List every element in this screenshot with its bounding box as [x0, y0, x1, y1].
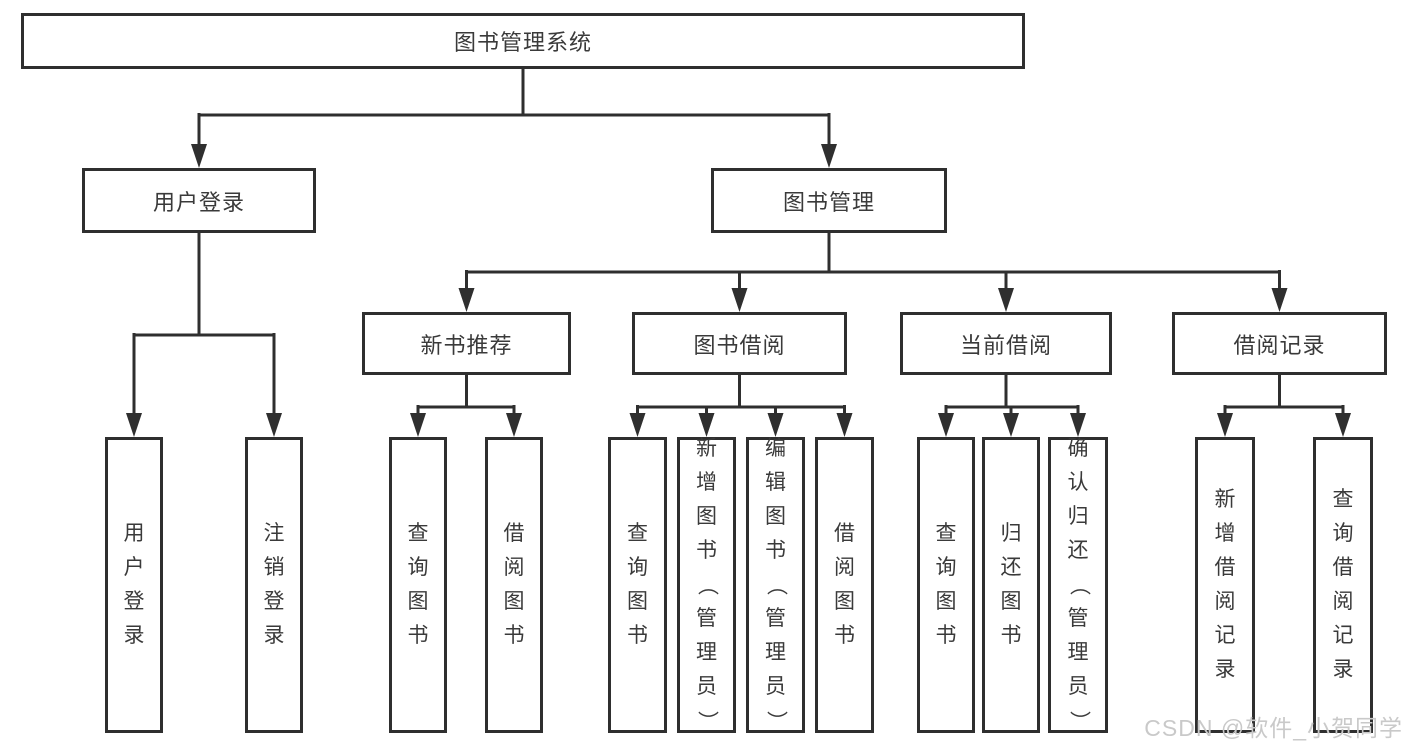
node-borrow-records: 借阅记录 [1172, 312, 1387, 375]
arrow-icon [629, 413, 646, 437]
node-book-borrow-label: 图书借阅 [693, 332, 786, 358]
arrow-icon [731, 288, 748, 312]
node-user-login-label: 用户登录 [152, 189, 245, 215]
arrow-icon [1070, 413, 1086, 437]
leaf-confirm-return-admin-label: 确认归还（管理员） [1067, 437, 1090, 732]
node-book-borrow: 图书借阅 [632, 312, 847, 375]
arrowheads [126, 144, 1351, 437]
leaf-confirm-return-admin: 确认归还（管理员） [1048, 437, 1108, 733]
node-user-login: 用户登录 [82, 168, 316, 233]
leaf-return-books-label: 归还图书 [1000, 522, 1022, 647]
leaf-edit-books-admin: 编辑图书（管理员） [746, 437, 805, 733]
arrow-icon [506, 413, 522, 437]
leaf-return-books: 归还图书 [982, 437, 1040, 733]
arrow-icon [1217, 413, 1233, 437]
leaf-edit-books-admin-label: 编辑图书（管理员） [764, 437, 788, 732]
arrow-icon [410, 413, 426, 437]
leaf-query-books-3: 查询图书 [917, 437, 975, 733]
arrow-icon [1335, 413, 1351, 437]
leaf-add-borrow-record-label: 新增借阅记录 [1214, 488, 1236, 681]
leaf-query-books-2-label: 查询图书 [627, 522, 648, 647]
csdn-watermark: CSDN @软件_小贺同学 [1144, 715, 1403, 741]
node-library-system: 图书管理系统 [21, 13, 1025, 69]
arrow-icon [458, 288, 475, 312]
leaf-query-books-1-label: 查询图书 [407, 522, 429, 647]
leaf-borrow-books-2-label: 借阅图书 [834, 522, 855, 647]
arrow-icon [998, 288, 1014, 312]
node-current-borrow: 当前借阅 [900, 312, 1112, 375]
leaf-query-books-3-label: 查询图书 [935, 522, 957, 647]
node-new-book-recommend-label: 新书推荐 [420, 332, 513, 358]
arrow-icon [767, 413, 784, 437]
leaf-query-books-1: 查询图书 [389, 437, 447, 733]
node-book-management: 图书管理 [711, 168, 947, 233]
arrow-icon [1271, 288, 1288, 312]
leaf-user-login-label: 用户登录 [123, 522, 145, 647]
arrow-icon [191, 144, 207, 168]
leaf-query-borrow-record-label: 查询借阅记录 [1332, 488, 1354, 681]
node-borrow-records-label: 借阅记录 [1233, 332, 1326, 358]
arrow-icon [938, 413, 954, 437]
leaf-borrow-books-1-label: 借阅图书 [503, 522, 525, 647]
leaf-add-books-admin: 新增图书（管理员） [677, 437, 736, 733]
arrow-icon [698, 413, 715, 437]
leaf-borrow-books-1: 借阅图书 [485, 437, 543, 733]
node-current-borrow-label: 当前借阅 [959, 332, 1052, 358]
arrow-icon [836, 413, 853, 437]
leaf-borrow-books-2: 借阅图书 [815, 437, 874, 733]
leaf-query-books-2: 查询图书 [608, 437, 667, 733]
leaf-logout-label: 注销登录 [263, 522, 285, 647]
leaf-add-books-admin-label: 新增图书（管理员） [695, 437, 719, 732]
node-new-book-recommend: 新书推荐 [362, 312, 571, 375]
leaf-logout: 注销登录 [245, 437, 303, 733]
arrow-icon [821, 144, 837, 168]
leaf-user-login: 用户登录 [105, 437, 163, 733]
leaf-query-borrow-record: 查询借阅记录 [1313, 437, 1373, 733]
node-library-system-label: 图书管理系统 [453, 30, 592, 55]
arrow-icon [1003, 413, 1019, 437]
arrow-icon [266, 413, 282, 437]
arrow-icon [126, 413, 142, 437]
leaf-add-borrow-record: 新增借阅记录 [1195, 437, 1255, 733]
node-book-management-label: 图书管理 [782, 189, 875, 215]
